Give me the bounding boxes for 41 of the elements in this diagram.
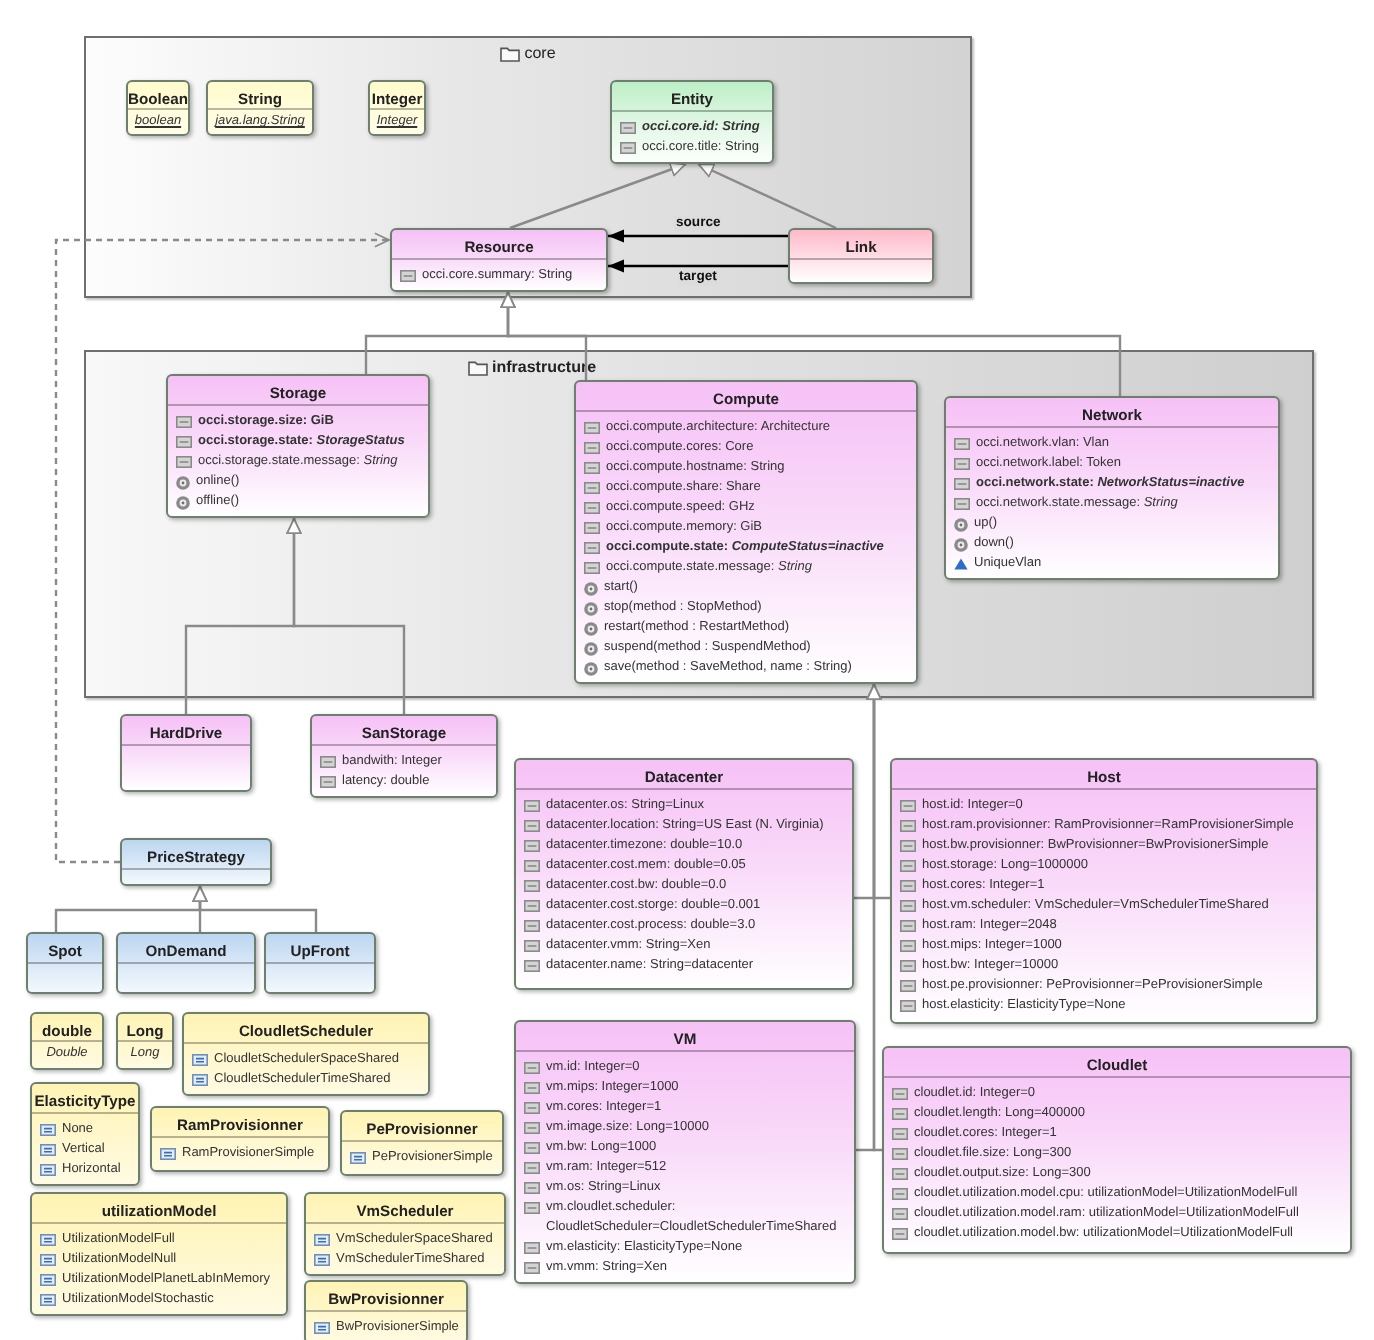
class-box [120,838,272,886]
class-box [574,380,918,684]
class-box [182,1012,430,1096]
class-box [150,1106,330,1172]
dashed-arrow [54,232,391,864]
inheritance-arrow [866,683,882,1152]
package-name: core [524,44,556,64]
package-frame [84,350,1314,698]
class-box [26,932,104,994]
inheritance-arrow [509,162,687,230]
class-box [514,758,854,990]
class-box [310,714,498,798]
class-box [30,1012,104,1070]
class-box [126,80,190,136]
class-box [340,1110,504,1176]
class-box [610,80,774,164]
arrow [608,259,788,273]
class-box [944,396,1280,580]
class-box [788,228,934,284]
class-box [882,1046,1352,1254]
class-box [206,80,314,136]
package-frame [84,36,972,298]
class-box [304,1280,468,1340]
class-box [264,932,376,994]
class-box [368,80,426,136]
class-box [30,1082,140,1186]
inheritance-arrow [192,885,318,932]
class-box [116,932,256,994]
class-box [514,1020,856,1284]
class-box [166,374,430,518]
package-name: infrastructure [492,358,597,378]
arrow [608,229,788,243]
class-box [120,714,252,792]
inheritance-arrow [286,517,406,714]
class-box [304,1192,506,1276]
inheritance-arrow [500,291,1122,396]
class-box [30,1192,288,1316]
class-box [116,1012,174,1070]
inheritance-arrow [697,162,837,230]
class-box [390,228,608,292]
class-box [890,758,1318,1024]
